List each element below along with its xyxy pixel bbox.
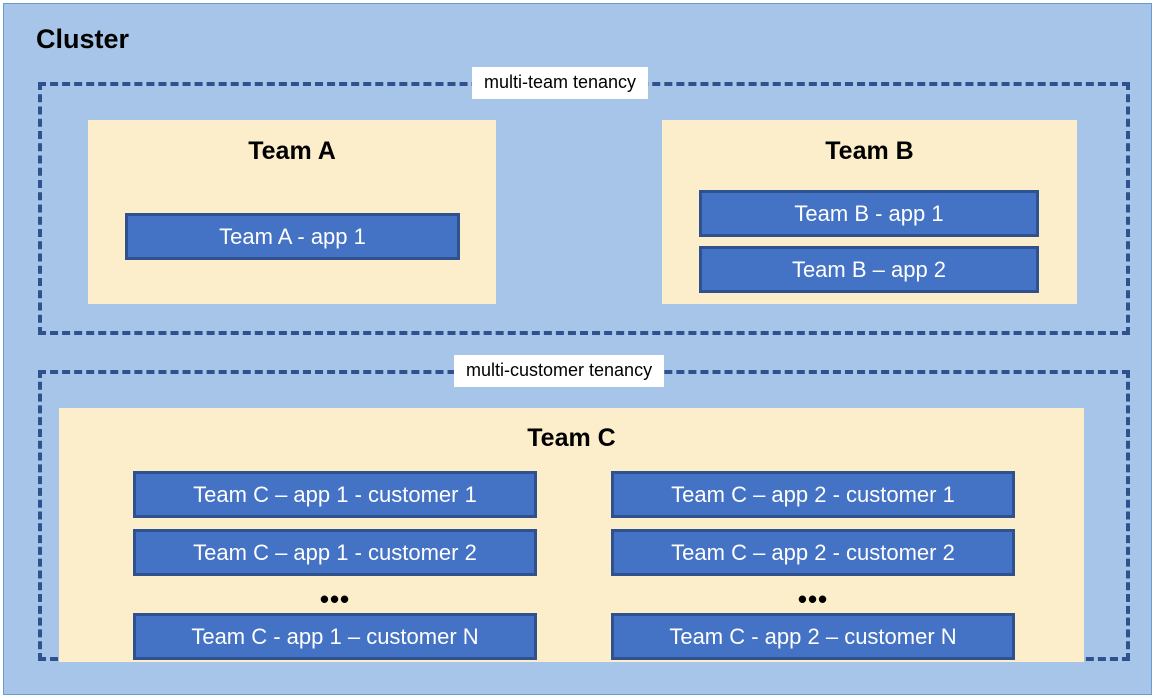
app-box-team-b-app-1[interactable]: Team B - app 1	[699, 190, 1039, 237]
team-a-container: Team A Team A - app 1	[88, 120, 496, 304]
team-c-container: Team C Team C – app 1 - customer 1 Team …	[59, 408, 1084, 662]
app-box-team-c-app1-customer1[interactable]: Team C – app 1 - customer 1	[133, 471, 537, 518]
multi-team-tenancy-label: multi-team tenancy	[472, 67, 649, 99]
app-box-team-c-app2-customer2[interactable]: Team C – app 2 - customer 2	[611, 529, 1015, 576]
multi-customer-tenancy-label: multi-customer tenancy	[454, 355, 665, 387]
cluster-container: Cluster multi-team tenancy Team A Team A…	[3, 3, 1152, 695]
team-a-title: Team A	[248, 137, 336, 165]
ellipsis-team-c-app1: •••	[319, 584, 351, 614]
app-box-team-c-app2-customer1[interactable]: Team C – app 2 - customer 1	[611, 471, 1015, 518]
cluster-title: Cluster	[36, 24, 130, 54]
ellipsis-team-c-app2: •••	[797, 584, 829, 614]
app-box-team-c-app1-customerN[interactable]: Team C - app 1 – customer N	[133, 613, 537, 660]
app-box-team-c-app1-customer2[interactable]: Team C – app 1 - customer 2	[133, 529, 537, 576]
app-box-team-b-app-2[interactable]: Team B – app 2	[699, 246, 1039, 293]
app-box-team-c-app2-customerN[interactable]: Team C - app 2 – customer N	[611, 613, 1015, 660]
app-box-team-a-app-1[interactable]: Team A - app 1	[125, 213, 460, 260]
team-b-title: Team B	[825, 137, 914, 165]
team-c-title: Team C	[527, 424, 616, 452]
team-b-container: Team B Team B - app 1 Team B – app 2	[662, 120, 1077, 304]
